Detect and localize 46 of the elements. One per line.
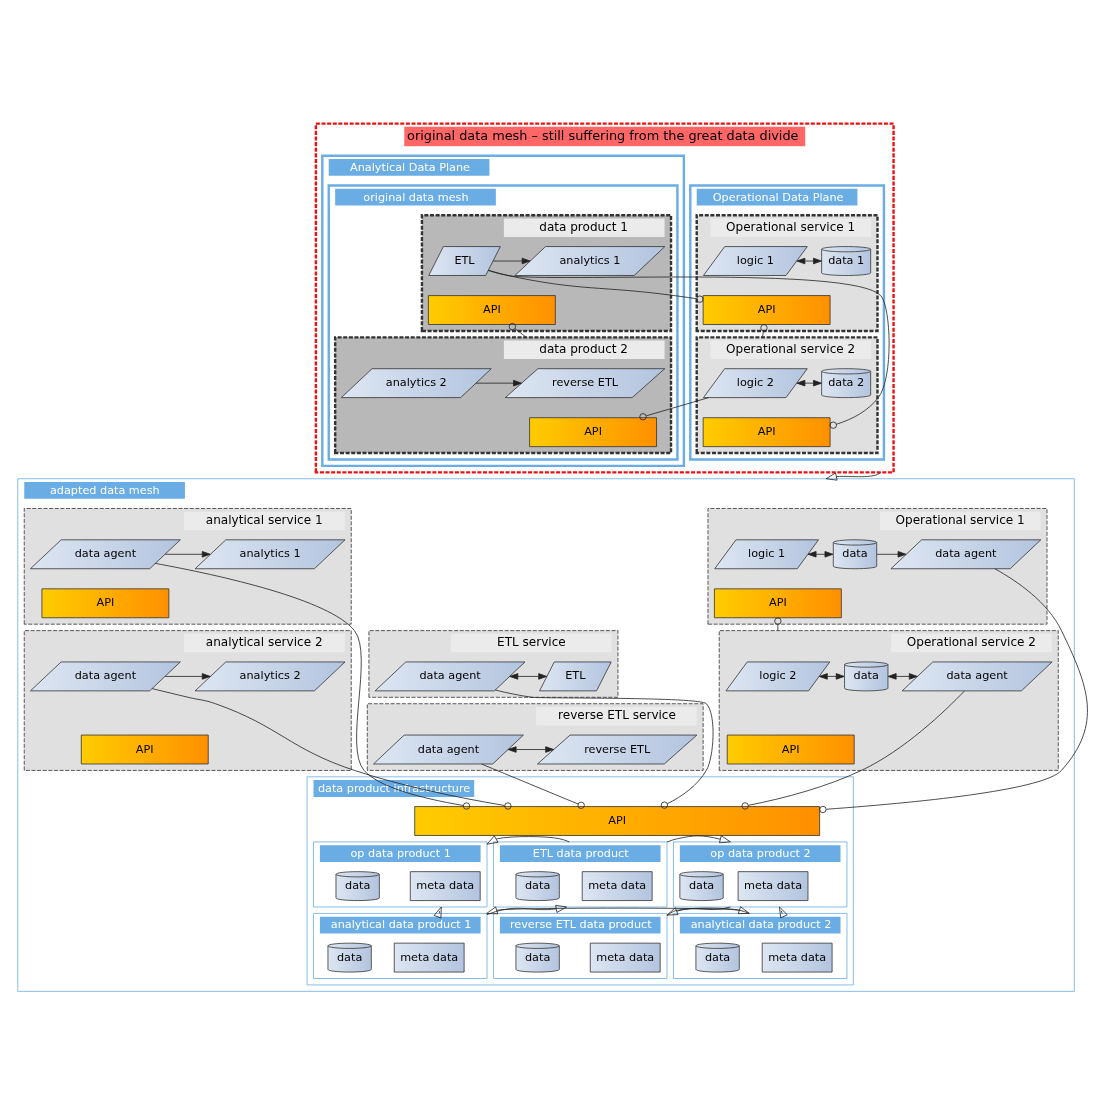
connector [154, 563, 471, 810]
connector [760, 324, 768, 338]
arrow [486, 906, 750, 915]
node-box: meta data [589, 942, 661, 973]
arrow [509, 673, 548, 680]
arrow [475, 379, 522, 387]
arrow [887, 673, 918, 680]
connector [774, 617, 782, 631]
node-box: API [702, 417, 831, 447]
arrow [486, 904, 567, 916]
connector [488, 269, 704, 303]
arrow [433, 906, 442, 919]
connector [487, 270, 890, 429]
node-box: meta data [761, 942, 833, 973]
arrow [164, 673, 211, 680]
node-box: API [702, 295, 831, 325]
arrow [666, 906, 750, 917]
node-box: API [726, 734, 855, 765]
node-box: API [529, 417, 657, 447]
arrow [666, 835, 731, 844]
arrow [818, 673, 845, 680]
connector [819, 568, 1088, 814]
node-box: API [80, 734, 209, 765]
arrow [876, 551, 907, 558]
arrow [807, 551, 834, 558]
node-box: meta data [737, 871, 809, 901]
arrow [796, 257, 822, 265]
node-box: API [41, 588, 170, 619]
connector [151, 688, 512, 810]
node-box: API [427, 295, 556, 325]
node-box: API [714, 588, 842, 619]
connector [741, 690, 965, 810]
connector [508, 322, 527, 338]
arrow [164, 551, 211, 558]
arrow [492, 257, 531, 265]
node-box: meta data [581, 871, 653, 901]
arrow [507, 746, 555, 753]
arrow [825, 471, 882, 481]
arrow [796, 379, 822, 387]
node-box: meta data [409, 871, 481, 901]
arrow [486, 835, 570, 845]
connector [639, 397, 709, 421]
node-box: API [414, 806, 821, 836]
arrow [779, 906, 788, 919]
arrow [666, 906, 731, 916]
node-box: meta data [393, 942, 465, 973]
